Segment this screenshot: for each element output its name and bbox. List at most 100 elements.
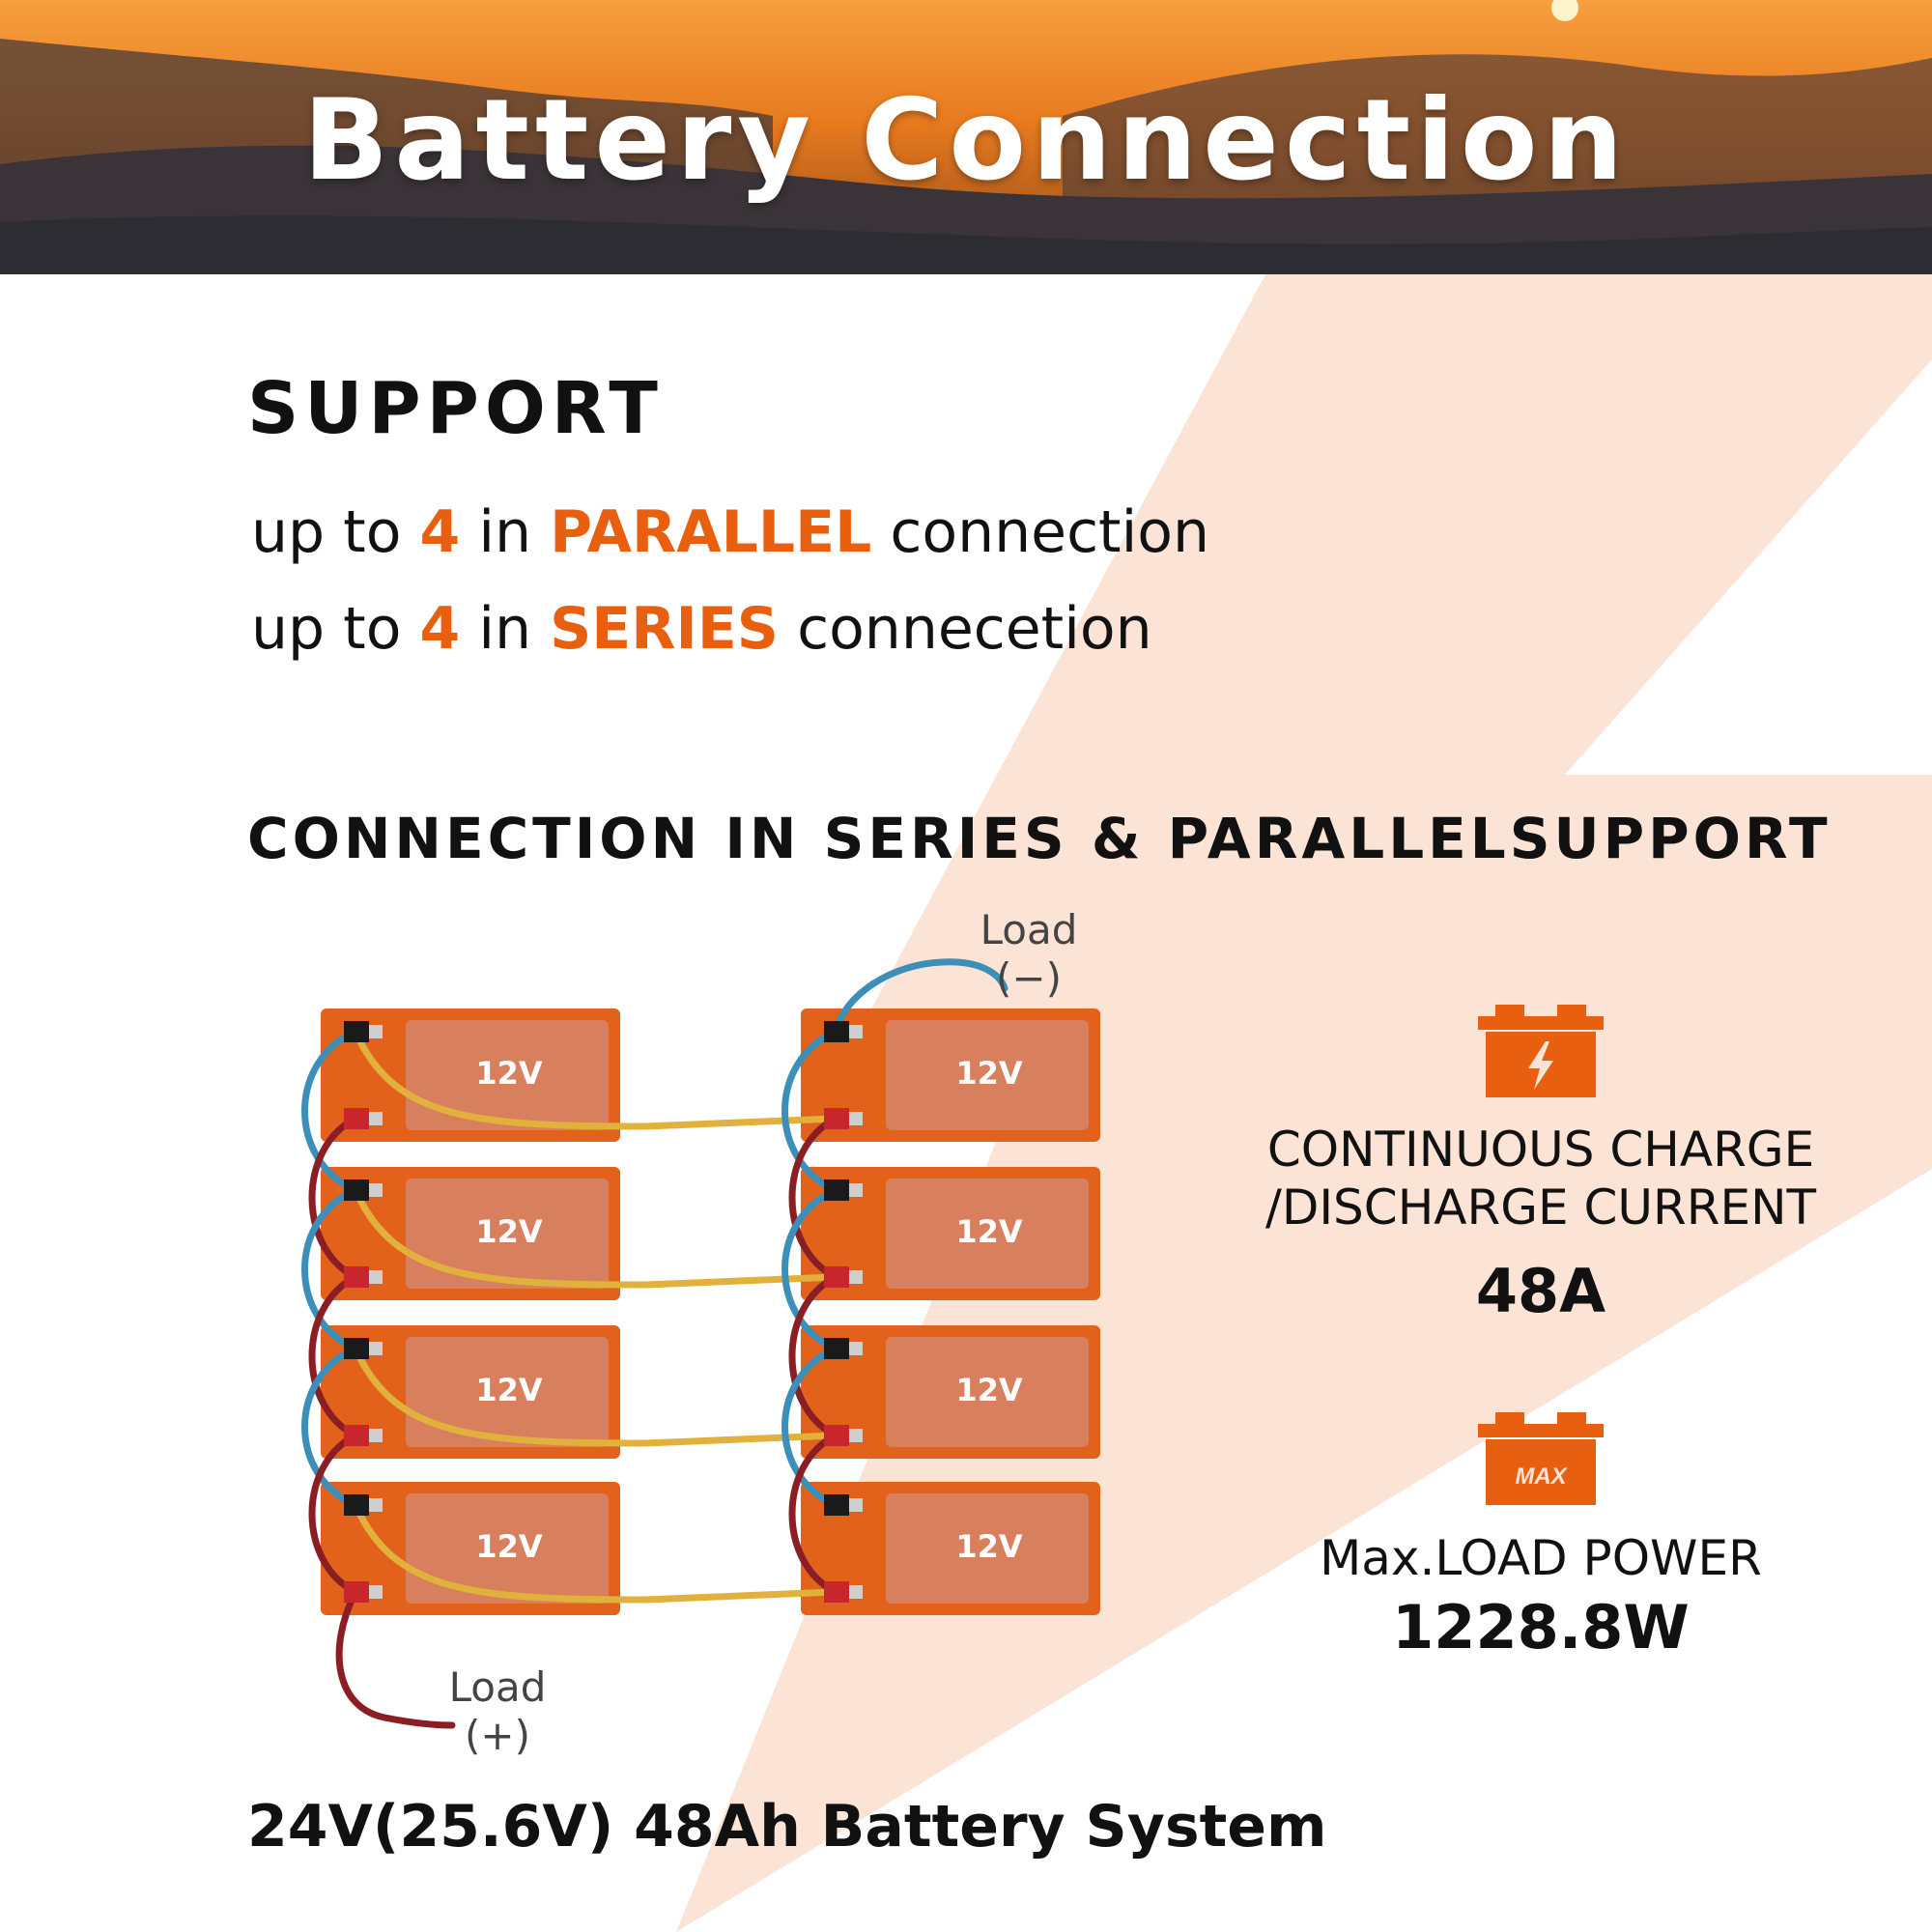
battery-max-icon: MAX (1478, 1412, 1604, 1505)
parallel-positive-wire (788, 1273, 839, 1439)
charge-label-line1: CONTINUOUS CHARGE (1266, 1122, 1815, 1178)
parallel-mode: PARALLEL (550, 498, 872, 566)
terminal-post (849, 1429, 863, 1442)
parallel-support-line: up to 4 in PARALLEL connection (251, 498, 1209, 566)
battery-voltage-label: 12V (955, 1528, 1023, 1565)
terminal-post (369, 1342, 383, 1355)
battery-voltage-label: 12V (475, 1528, 543, 1565)
battery-voltage-label: 12V (475, 1055, 543, 1092)
series-link-wire (352, 1186, 839, 1289)
parallel-negative-wire (781, 1028, 839, 1194)
positive-terminal (344, 1108, 369, 1129)
negative-terminal (824, 1179, 849, 1201)
series-suffix: connecetion (779, 595, 1152, 663)
battery-2-2: 12V (801, 1167, 1100, 1300)
terminal-post (369, 1025, 383, 1038)
battery-1-1: 12V (321, 1009, 620, 1142)
battery-bolt-icon (1478, 1005, 1604, 1097)
terminal-group (344, 1021, 863, 1603)
load-positive-label: Load (+) (435, 1663, 560, 1760)
battery-voltage-label: 12V (955, 1213, 1023, 1250)
negative-terminal (344, 1338, 369, 1359)
terminal-post (369, 1429, 383, 1442)
charge-current-label: CONTINUOUS CHARGE /DISCHARGE CURRENT (1256, 1121, 1826, 1236)
parallel-positive-wire (788, 1115, 839, 1281)
battery-4-2: 12V (801, 1482, 1100, 1615)
header-banner: Battery Connection (0, 0, 1932, 274)
load-positive-wire (335, 1588, 456, 1729)
max-icon-text: MAX (1515, 1463, 1568, 1490)
battery-1-2: 12V (801, 1009, 1100, 1142)
page-title: Battery Connection (302, 75, 1630, 206)
parallel-negative-wire (301, 1345, 359, 1509)
negative-terminal (344, 1494, 369, 1516)
terminal-post (369, 1498, 383, 1512)
load-negative-word: Load (980, 906, 1078, 953)
terminal-post (849, 1342, 863, 1355)
load-positive-sign: (+) (465, 1712, 530, 1759)
parallel-count: 4 (419, 498, 461, 566)
series-prefix: up to (251, 595, 420, 663)
wire-group (301, 958, 1009, 1729)
parallel-negative-wire (301, 1186, 359, 1352)
support-heading: SUPPORT (247, 367, 664, 450)
terminal-post (849, 1270, 863, 1284)
battery-3-2: 12V (801, 1325, 1100, 1459)
charge-label-line2: /DISCHARGE CURRENT (1264, 1179, 1817, 1236)
max-load-label: Max.LOAD POWER (1320, 1530, 1762, 1586)
negative-terminal (824, 1338, 849, 1359)
max-load-value: 1228.8W (1392, 1592, 1690, 1662)
battery-voltage-label: 12V (475, 1372, 543, 1408)
series-mid: in (460, 595, 551, 663)
parallel-positive-wire (308, 1432, 359, 1596)
terminal-post (369, 1270, 383, 1284)
series-mode: SERIES (550, 595, 780, 663)
connection-heading: CONNECTION IN SERIES & PARALLELSUPPORT (247, 806, 1832, 871)
battery-system-label: 24V(25.6V) 48Ah Battery System (247, 1793, 1327, 1861)
parallel-positive-wire (788, 1432, 839, 1596)
charge-current-value: 48A (1475, 1256, 1606, 1326)
negative-terminal (344, 1021, 369, 1042)
battery-voltage-label: 12V (955, 1055, 1023, 1092)
negative-terminal (824, 1021, 849, 1042)
parallel-positive-wire (308, 1115, 359, 1281)
terminal-post (849, 1025, 863, 1038)
terminal-post (849, 1498, 863, 1512)
parallel-negative-wire (781, 1345, 839, 1509)
terminal-post (369, 1183, 383, 1197)
terminal-post (849, 1183, 863, 1197)
parallel-suffix: connection (871, 498, 1209, 566)
positive-terminal (824, 1425, 849, 1446)
parallel-prefix: up to (251, 498, 420, 566)
battery-grid: 12V 12V 12V 12V 12V 12V 12V 12V (321, 1009, 1100, 1615)
positive-terminal (344, 1425, 369, 1446)
terminal-post (849, 1112, 863, 1125)
parallel-negative-wire (301, 1028, 359, 1194)
load-negative-label: Load (−) (966, 906, 1092, 1003)
series-support-line: up to 4 in SERIES connecetion (251, 595, 1152, 663)
battery-voltage-label: 12V (955, 1372, 1023, 1408)
parallel-negative-wire (781, 1186, 839, 1352)
series-link-wire (352, 1501, 839, 1604)
positive-terminal (824, 1581, 849, 1603)
series-link-wire (352, 1028, 839, 1130)
battery-3-1: 12V (321, 1325, 620, 1459)
terminal-post (849, 1585, 863, 1599)
sunset-landscape-image (0, 0, 1932, 274)
load-negative-wire (832, 958, 1009, 1036)
terminal-post (369, 1585, 383, 1599)
parallel-positive-wire (308, 1273, 359, 1439)
terminal-post (369, 1112, 383, 1125)
battery-4-1: 12V (321, 1482, 620, 1615)
positive-terminal (824, 1266, 849, 1288)
positive-terminal (824, 1108, 849, 1129)
negative-terminal (824, 1494, 849, 1516)
load-positive-word: Load (448, 1663, 547, 1711)
negative-terminal (344, 1179, 369, 1201)
series-count: 4 (419, 595, 461, 663)
battery-2-1: 12V (321, 1167, 620, 1300)
parallel-mid: in (460, 498, 551, 566)
positive-terminal (344, 1581, 369, 1603)
battery-voltage-label: 12V (475, 1213, 543, 1250)
